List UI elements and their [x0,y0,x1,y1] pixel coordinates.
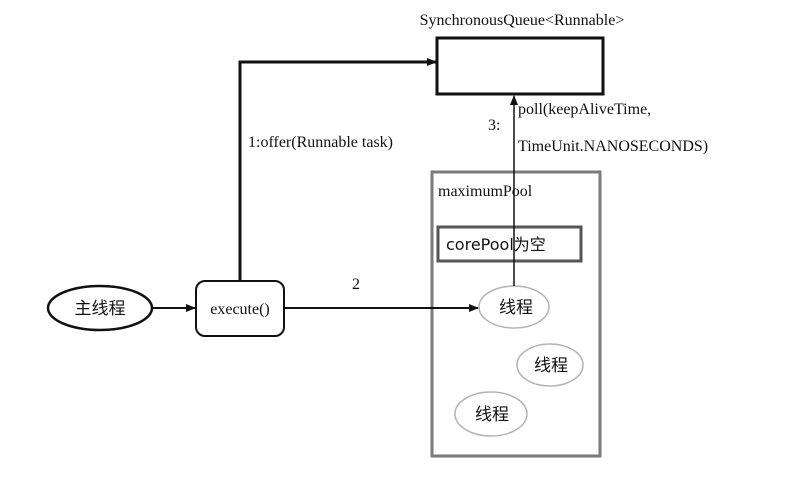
poll-step-label: 3: [488,117,500,134]
main-thread-label: 主线程 [75,299,126,319]
maximum-pool-box [430,170,602,458]
thread-node-3 [454,391,528,437]
maximum-pool-label: maximumPool [438,183,533,200]
arrow-offer [238,58,437,281]
core-pool-label: corePool为空 [446,235,546,254]
submit-label: 2 [352,276,360,293]
synchronous-queue-box [435,36,605,96]
thread-label-3: 线程 [475,405,509,425]
offer-label: 1:offer(Runnable task) [248,134,393,151]
poll-label-line2: TimeUnit.NANOSECONDS) [518,138,708,155]
queue-label: SynchronousQueue<Runnable> [420,12,625,29]
execute-label: execute() [210,301,270,318]
thread-label-2: 线程 [534,356,568,376]
core-pool-box [436,225,583,263]
thread-node-2 [516,343,584,387]
thread-label-1: 线程 [499,298,533,318]
poll-label-line1: poll(keepAliveTime, [518,101,651,118]
